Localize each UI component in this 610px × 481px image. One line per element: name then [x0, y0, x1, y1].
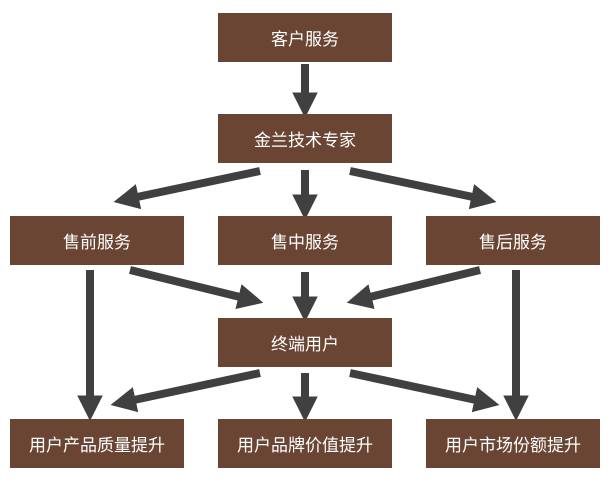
node-result-quality-label: 用户产品质量提升 — [29, 436, 165, 456]
node-result-market: 用户市场份额提升 — [426, 419, 600, 468]
node-end-user-label: 终端用户 — [271, 335, 339, 355]
node-pre-sale-label: 售前服务 — [63, 233, 131, 253]
node-in-sale: 售中服务 — [218, 216, 392, 265]
node-after-sale-label: 售后服务 — [479, 233, 547, 253]
arrow-end-to-result1 — [110, 369, 261, 413]
arrow-pre-to-end — [129, 266, 264, 310]
node-pre-sale: 售前服务 — [10, 216, 184, 265]
node-result-market-label: 用户市场份额提升 — [445, 436, 581, 456]
node-in-sale-label: 售中服务 — [271, 233, 339, 253]
node-after-sale: 售后服务 — [426, 216, 600, 265]
node-customer-service: 客户服务 — [218, 13, 392, 62]
arrow-expert-to-pre — [113, 167, 261, 210]
arrow-expert-to-post — [349, 167, 497, 210]
node-result-brand: 用户品牌价值提升 — [218, 419, 392, 468]
node-result-quality: 用户产品质量提升 — [10, 419, 184, 468]
node-tech-expert-label: 金兰技术专家 — [254, 131, 356, 151]
node-end-user: 终端用户 — [218, 318, 392, 367]
node-result-brand-label: 用户品牌价值提升 — [237, 436, 373, 456]
node-tech-expert: 金兰技术专家 — [218, 114, 392, 163]
arrow-post-to-end — [346, 266, 481, 310]
arrow-end-to-result3 — [349, 369, 500, 413]
node-customer-service-label: 客户服务 — [271, 30, 339, 50]
